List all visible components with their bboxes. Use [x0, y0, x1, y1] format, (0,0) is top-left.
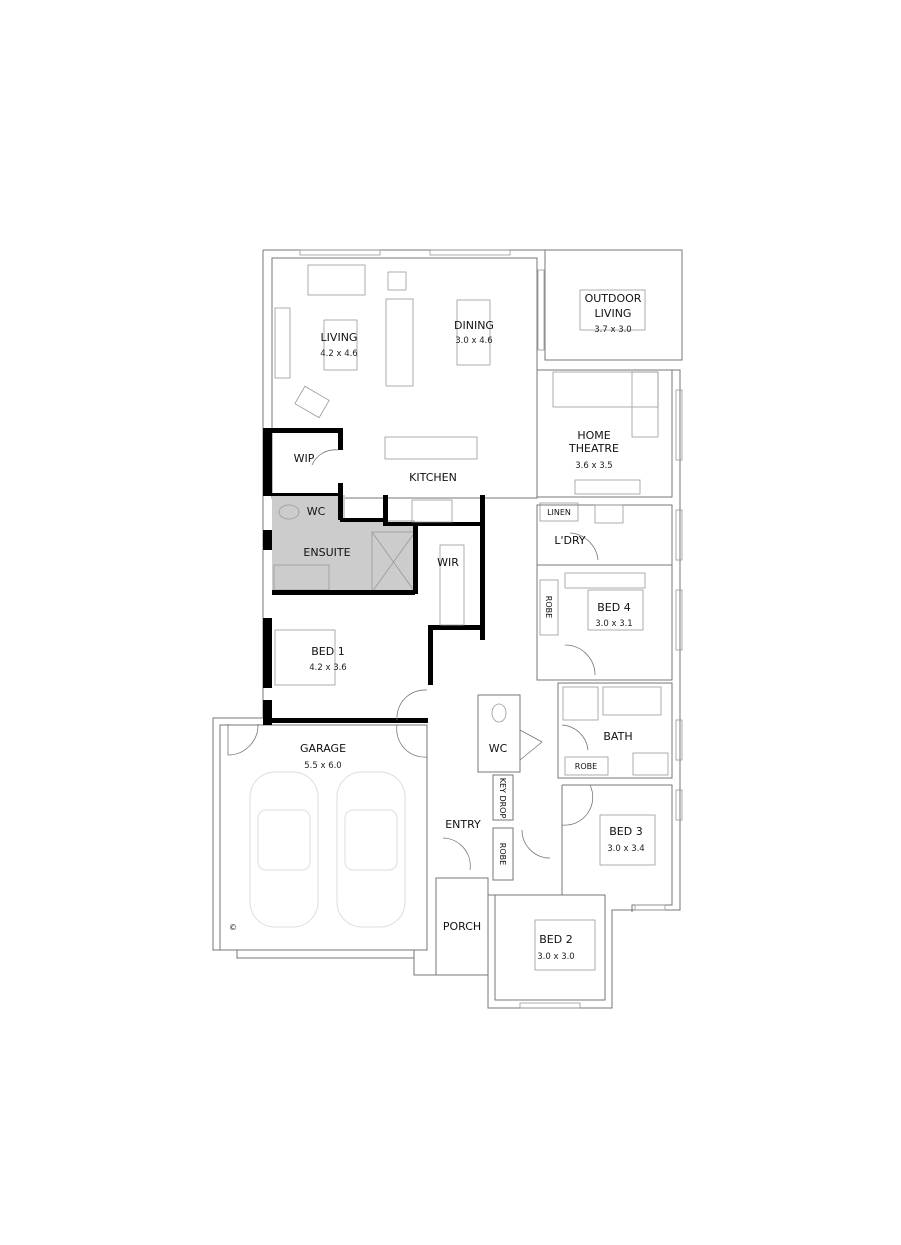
room-outdoor-label: OUTDOOR — [585, 292, 642, 305]
room-theatre-label: HOME — [577, 429, 610, 442]
room-porch-label: PORCH — [443, 920, 481, 933]
room-bed4-size: 3.0 x 3.1 — [595, 619, 632, 629]
room-ensuite-label: ENSUITE — [303, 546, 350, 559]
room-labels: LIVING 4.2 x 4.6 DINING 3.0 x 4.6 OUTDOO… — [229, 292, 645, 962]
room-bed3-size: 3.0 x 3.4 — [607, 844, 644, 854]
wet-areas — [272, 495, 416, 593]
room-dining-size: 3.0 x 4.6 — [455, 336, 492, 346]
room-wip-label: WIP — [294, 452, 315, 465]
room-theatre-label-2: THEATRE — [568, 442, 619, 455]
furniture — [274, 264, 669, 971]
room-theatre-size: 3.6 x 3.5 — [575, 461, 612, 471]
copyright-mark: © — [229, 923, 237, 932]
room-dining-label: DINING — [454, 319, 494, 332]
room-living-label: LIVING — [321, 331, 358, 344]
house-outline — [212, 249, 683, 1009]
room-bed4-label: BED 4 — [597, 601, 630, 614]
room-outdoor-label-2: LIVING — [595, 307, 632, 320]
bedroom-1-walls — [263, 428, 485, 725]
room-wc-ensuite-label: WC — [307, 505, 326, 518]
windows — [299, 249, 683, 1009]
doors — [227, 449, 599, 871]
room-bed1-size: 4.2 x 3.6 — [309, 663, 346, 673]
room-outdoor-size: 3.7 x 3.0 — [594, 325, 631, 335]
cars — [249, 771, 406, 928]
room-kitchen-label: KITCHEN — [409, 471, 457, 484]
room-bed1-label: BED 1 — [311, 645, 344, 658]
room-garage-label: GARAGE — [300, 742, 346, 755]
room-living-size: 4.2 x 4.6 — [320, 349, 357, 359]
room-robe-bath-label: ROBE — [575, 762, 597, 771]
room-garage-size: 5.5 x 6.0 — [304, 761, 341, 771]
room-key-drop-label: KEY DROP — [498, 778, 507, 819]
room-entry-label: ENTRY — [445, 818, 481, 831]
room-laundry-label: L'DRY — [554, 534, 586, 547]
room-robe-bed4-label: ROBE — [544, 596, 553, 618]
room-wc-label: WC — [489, 742, 508, 755]
room-bed3-label: BED 3 — [609, 825, 642, 838]
room-robe-entry-label: ROBE — [498, 843, 507, 865]
room-bath-label: BATH — [603, 730, 632, 743]
room-bed2-size: 3.0 x 3.0 — [537, 952, 574, 962]
room-linen-label: LINEN — [547, 508, 571, 517]
room-bed2-label: BED 2 — [539, 933, 572, 946]
room-wir-label: WIR — [437, 556, 459, 569]
